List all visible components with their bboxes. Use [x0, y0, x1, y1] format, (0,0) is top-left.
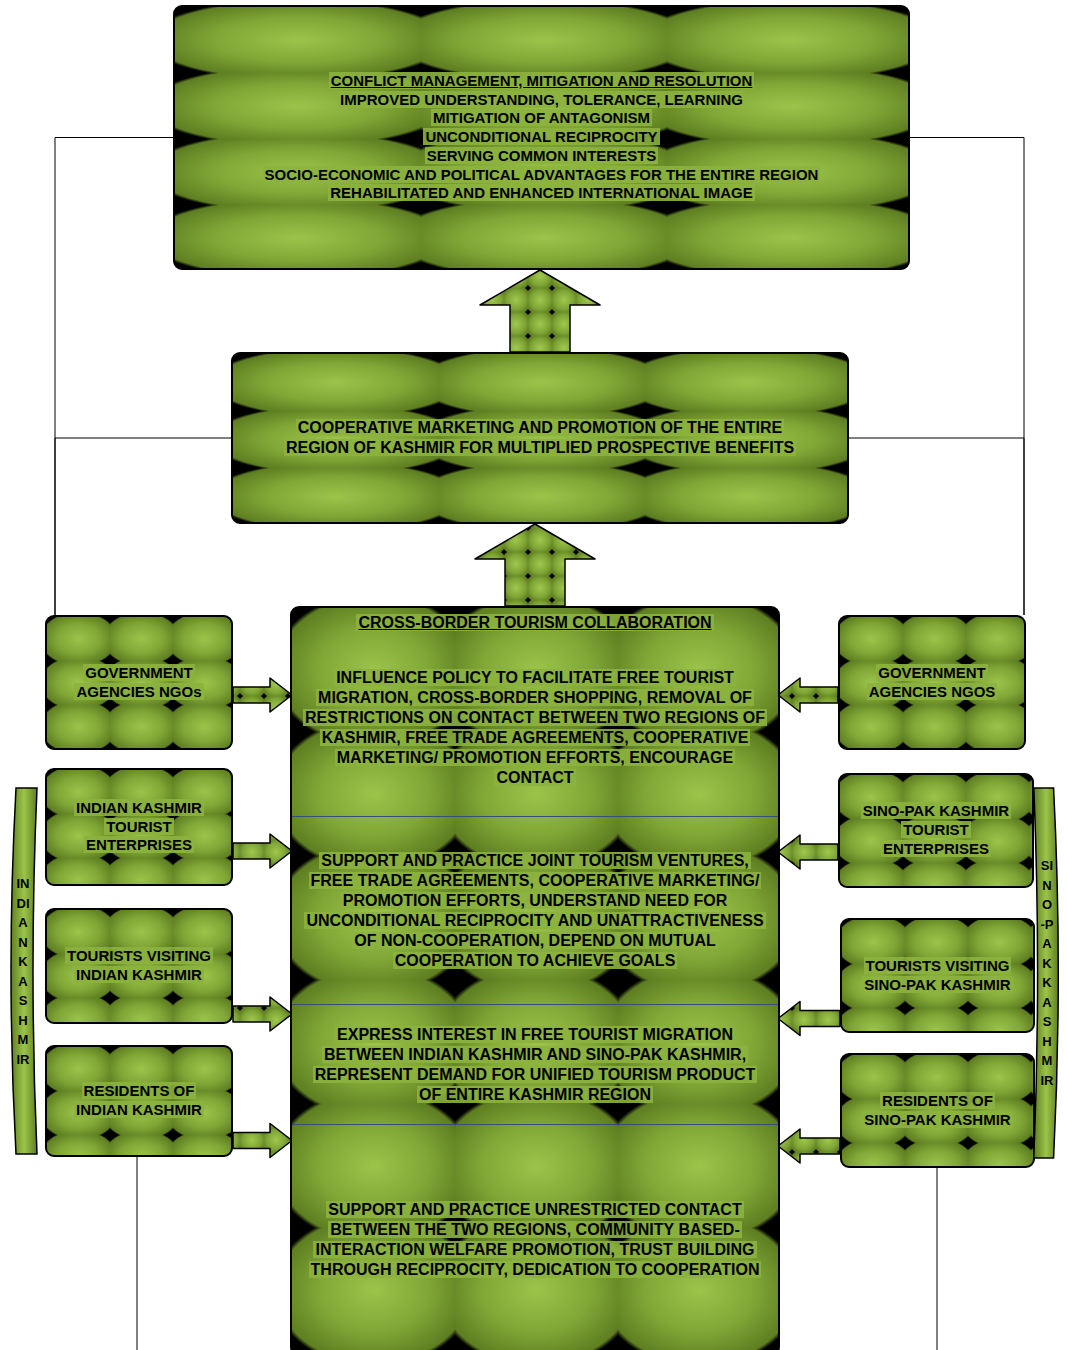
label-text: INDIAN KASHMIR TOURIST ENTERPRISES [74, 799, 204, 854]
stakeholder-box: RESIDENTS OF INDIAN KASHMIR [45, 1045, 233, 1157]
text-line: SUPPORT AND PRACTICE UNRESTRICTED CONTAC… [302, 1200, 768, 1280]
banner-shape [6, 785, 40, 1157]
label-text: RESIDENTS OF INDIAN KASHMIR [74, 1082, 204, 1118]
text-line: MITIGATION OF ANTAGONISM [195, 109, 888, 128]
text-line: EXPRESS INTEREST IN FREE TOURIST MIGRATI… [302, 1025, 768, 1105]
text-line: COOPERATIVE MARKETING AND PROMOTION OF T… [267, 418, 813, 458]
label-text: EXPRESS INTEREST IN FREE TOURIST MIGRATI… [313, 1026, 758, 1103]
text-line: INFLUENCE POLICY TO FACILITATE FREE TOUR… [302, 668, 768, 788]
stakeholder-box: SINO-PAK KASHMIR TOURIST ENTERPRISES [838, 773, 1034, 888]
banner-outline [11, 788, 37, 1154]
region-banner: INDIAN KASHMIR [6, 785, 40, 1157]
frame-line [137, 1150, 138, 1350]
text-line: SOCIO-ECONOMIC AND POLITICAL ADVANTAGES … [195, 166, 888, 185]
label-text: TOURISTS VISITING SINO-PAK KASHMIR [862, 957, 1012, 993]
label-text: MITIGATION OF ANTAGONISM [431, 109, 652, 126]
activity-band: EXPRESS INTEREST IN FREE TOURIST MIGRATI… [292, 1004, 778, 1124]
text-line: CROSS-BORDER TOURISM COLLABORATION [302, 613, 768, 633]
connector-line [849, 438, 1024, 615]
label-text: UNCONDITIONAL RECIPROCITY [423, 128, 659, 145]
text-area: CONFLICT MANAGEMENT, MITIGATION AND RESO… [175, 64, 908, 211]
label-text: SUPPORT AND PRACTICE UNRESTRICTED CONTAC… [309, 1201, 762, 1278]
block-arrow [233, 997, 292, 1031]
region-banner: SINO-PAK KASHMIR [1031, 785, 1063, 1161]
label-text: REHABILITATED AND ENHANCED INTERNATIONAL… [328, 184, 755, 201]
stakeholder-box: RESIDENTS OF SINO-PAK KASHMIR [840, 1053, 1035, 1168]
text-line: SUPPORT AND PRACTICE JOINT TOURISM VENTU… [302, 851, 768, 971]
activity-band: SUPPORT AND PRACTICE UNRESTRICTED CONTAC… [292, 1124, 778, 1350]
connector-line [55, 138, 173, 616]
activity-band: INFLUENCE POLICY TO FACILITATE FREE TOUR… [292, 640, 778, 816]
label-text: SINO-PAK KASHMIR TOURIST ENTERPRISES [861, 802, 1011, 857]
text-area: INDIAN KASHMIR [17, 874, 30, 1069]
text-area: RESIDENTS OF INDIAN KASHMIR [47, 1076, 231, 1126]
block-arrow [233, 678, 292, 712]
label-text: INFLUENCE POLICY TO FACILITATE FREE TOUR… [303, 669, 767, 786]
text-line: CONFLICT MANAGEMENT, MITIGATION AND RESO… [195, 72, 888, 91]
banner-shape [1031, 785, 1063, 1161]
label-text: GOVERNMENT AGENCIES NGOS [867, 664, 998, 700]
label-text: SUPPORT AND PRACTICE JOINT TOURISM VENTU… [304, 852, 765, 969]
text-area: SUPPORT AND PRACTICE JOINT TOURISM VENTU… [292, 845, 778, 977]
block-arrow [778, 678, 838, 712]
text-area: GOVERNMENT AGENCIES NGOs [47, 658, 231, 708]
block-arrow [778, 1002, 840, 1036]
block-arrow [233, 834, 292, 868]
text-area: CROSS-BORDER TOURISM COLLABORATION [292, 608, 778, 638]
text-area: INDIAN KASHMIR TOURIST ENTERPRISES [47, 793, 231, 861]
text-line: TOURISTS VISITING SINO-PAK KASHMIR [858, 957, 1017, 995]
text-line: IMPROVED UNDERSTANDING, TOLERANCE, LEARN… [195, 91, 888, 110]
text-line: TOURISTS VISITING INDIAN KASHMIR [61, 947, 217, 985]
block-arrow [778, 1129, 840, 1163]
label-text: RESIDENTS OF SINO-PAK KASHMIR [862, 1092, 1012, 1128]
block-arrow [233, 1124, 292, 1158]
text-line: INDIAN KASHMIR TOURIST ENTERPRISES [61, 799, 217, 855]
label-text: SERVING COMMON INTERESTS [425, 147, 659, 164]
banner-outline [1034, 788, 1058, 1158]
connector-line [910, 138, 1024, 616]
text-line: RESIDENTS OF INDIAN KASHMIR [65, 1082, 213, 1120]
text-line: RESIDENTS OF SINO-PAK KASHMIR [860, 1092, 1015, 1130]
text-area: SINO-PAK KASHMIR [1041, 856, 1054, 1090]
text-area: EXPRESS INTEREST IN FREE TOURIST MIGRATI… [292, 1019, 778, 1111]
activity-band: SUPPORT AND PRACTICE JOINT TOURISM VENTU… [292, 816, 778, 1004]
text-line: SINO-PAK KASHMIR TOURIST ENTERPRISES [858, 802, 1014, 858]
stakeholder-box: GOVERNMENT AGENCIES NGOS [838, 615, 1026, 750]
vertical-label: INDIAN KASHMIR [17, 874, 30, 1069]
text-line: GOVERNMENT AGENCIES NGOS [856, 664, 1008, 702]
text-line: SERVING COMMON INTERESTS [195, 147, 888, 166]
text-area: INFLUENCE POLICY TO FACILITATE FREE TOUR… [292, 662, 778, 794]
stakeholder-box: INDIAN KASHMIR TOURIST ENTERPRISES [45, 768, 233, 886]
text-line: GOVERNMENT AGENCIES NGOs [63, 664, 215, 702]
block-arrow [480, 270, 600, 352]
text-line: UNCONDITIONAL RECIPROCITY [195, 128, 888, 147]
stakeholder-box: TOURISTS VISITING SINO-PAK KASHMIR [840, 918, 1035, 1033]
stakeholder-box: TOURISTS VISITING INDIAN KASHMIR [45, 908, 233, 1024]
label-text: CONFLICT MANAGEMENT, MITIGATION AND RESO… [329, 72, 755, 89]
text-area: COOPERATIVE MARKETING AND PROMOTION OF T… [233, 410, 847, 466]
text-area: TOURISTS VISITING SINO-PAK KASHMIR [842, 951, 1033, 1001]
label-text: CROSS-BORDER TOURISM COLLABORATION [356, 614, 713, 631]
label-text: TOURISTS VISITING INDIAN KASHMIR [65, 947, 213, 983]
text-area: GOVERNMENT AGENCIES NGOS [840, 658, 1024, 708]
process-box: COOPERATIVE MARKETING AND PROMOTION OF T… [231, 352, 849, 524]
label-text: SOCIO-ECONOMIC AND POLITICAL ADVANTAGES … [263, 166, 821, 183]
label-text: GOVERNMENT AGENCIES NGOs [74, 664, 203, 700]
text-line: REHABILITATED AND ENHANCED INTERNATIONAL… [195, 184, 888, 203]
frame-line [937, 1160, 938, 1350]
label-text: COOPERATIVE MARKETING AND PROMOTION OF T… [284, 419, 796, 456]
collaboration-box: CROSS-BORDER TOURISM COLLABORATION INFLUE… [290, 606, 780, 1350]
vertical-label: SINO-PAK KASHMIR [1041, 856, 1054, 1090]
block-arrow [778, 835, 838, 869]
outcome-box: CONFLICT MANAGEMENT, MITIGATION AND RESO… [173, 5, 910, 270]
text-area: TOURISTS VISITING INDIAN KASHMIR [47, 941, 231, 991]
block-arrow [475, 524, 595, 606]
stakeholder-box: GOVERNMENT AGENCIES NGOs [45, 615, 233, 750]
label-text: IMPROVED UNDERSTANDING, TOLERANCE, LEARN… [338, 91, 745, 108]
text-area: RESIDENTS OF SINO-PAK KASHMIR [842, 1086, 1033, 1136]
text-area: SINO-PAK KASHMIR TOURIST ENTERPRISES [840, 796, 1032, 864]
text-area: SUPPORT AND PRACTICE UNRESTRICTED CONTAC… [292, 1194, 778, 1286]
connector-line [55, 438, 231, 615]
